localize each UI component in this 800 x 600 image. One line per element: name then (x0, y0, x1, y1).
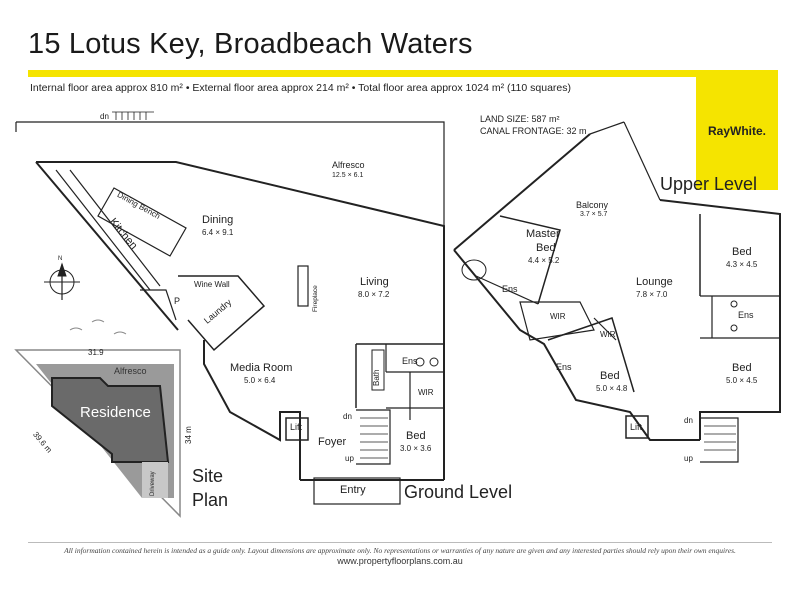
site-driveway-label: Driveway (150, 471, 156, 496)
land-size: LAND SIZE: 587 m² (480, 114, 560, 124)
dining-dims: 6.4 × 9.1 (202, 228, 234, 237)
site-residence-label: Residence (80, 404, 151, 421)
ground-stairs-down: dn (343, 412, 352, 421)
header-accent-bar (28, 70, 696, 77)
site-plan (14, 349, 181, 518)
upper-wir-s-label: WIR (600, 330, 616, 339)
master-bed-dims: 4.4 × 5.2 (528, 256, 560, 265)
ground-lift-label: Lift (290, 422, 303, 432)
fireplace-label: Fireplace (312, 285, 319, 312)
balcony-label: Balcony (576, 200, 609, 210)
ground-level-plan (15, 111, 445, 505)
dining-label: Dining (202, 214, 234, 226)
alfresco-stairs-down: dn (100, 112, 109, 121)
master-bed-label-2: Bed (536, 242, 556, 254)
page-title: 15 Lotus Key, Broadbeach Waters (28, 28, 473, 60)
canal-frontage: CANAL FRONTAGE: 32 m (480, 126, 587, 136)
lounge-dims: 7.8 × 7.0 (636, 290, 668, 299)
north-label: N (58, 256, 63, 262)
ground-bath-label: Bath (372, 369, 381, 386)
upper-level-title: Upper Level (660, 174, 758, 194)
living-label: Living (360, 276, 389, 288)
foyer-label: Foyer (318, 436, 347, 448)
upper-bed-ne-dims: 4.3 × 4.5 (726, 260, 758, 269)
upper-bed-se-label: Bed (732, 362, 752, 374)
upper-bed-ne-label: Bed (732, 246, 752, 258)
ground-wir-label: WIR (418, 388, 434, 397)
wine-wall-label: Wine Wall (194, 280, 230, 289)
upper-bed-s-label: Bed (600, 370, 620, 382)
upper-stairs-up: up (684, 454, 693, 463)
ground-bed-dims: 3.0 × 3.6 (400, 444, 432, 453)
north-arrow (44, 262, 80, 300)
alfresco-dims: 12.5 × 6.1 (332, 172, 364, 179)
upper-stairs-down: dn (684, 416, 693, 425)
upper-ens-s-label: Ens (556, 362, 572, 372)
site-plan-title-1: Site (192, 466, 224, 486)
media-room-label: Media Room (230, 362, 293, 374)
upper-bed-s-dims: 5.0 × 4.8 (596, 384, 628, 393)
brand-logo: RayWhite. (696, 70, 778, 190)
site-alfresco-label: Alfresco (114, 366, 147, 376)
lounge-label: Lounge (636, 276, 673, 288)
upper-level-plan (453, 121, 781, 463)
ground-bed-label: Bed (406, 430, 426, 442)
living-dims: 8.0 × 7.2 (358, 290, 390, 299)
ground-ens-label: Ens (402, 356, 418, 366)
site-plan-title-2: Plan (192, 490, 229, 510)
upper-ens-e-label: Ens (738, 310, 754, 320)
media-room-dims: 5.0 × 6.4 (244, 376, 276, 385)
upper-bed-se-dims: 5.0 × 4.5 (726, 376, 758, 385)
balcony-dims: 3.7 × 5.7 (580, 211, 608, 218)
site-dim-top: 31.9 (88, 348, 104, 357)
upper-lift-label: Lift (630, 422, 643, 432)
alfresco-label: Alfresco (332, 160, 365, 170)
entry-label: Entry (340, 484, 366, 496)
site-dim-right: 34 m (184, 426, 193, 444)
master-bed-label-1: Master (526, 228, 560, 240)
brand-logo-text: RayWhite. (707, 124, 766, 138)
ground-level-title: Ground Level (404, 482, 513, 502)
footer-divider (28, 542, 772, 543)
pantry-label: P (174, 296, 181, 306)
master-ens-label: Ens (502, 284, 518, 294)
master-wir-label: WIR (550, 312, 566, 321)
floor-area-summary: Internal floor area approx 810 m² • Exte… (30, 82, 571, 94)
website-link[interactable]: www.propertyfloorplans.com.au (337, 556, 463, 566)
water-decoration (69, 319, 127, 335)
disclaimer-text: All information contained herein is inte… (64, 546, 736, 555)
ground-stairs-up: up (345, 454, 354, 463)
